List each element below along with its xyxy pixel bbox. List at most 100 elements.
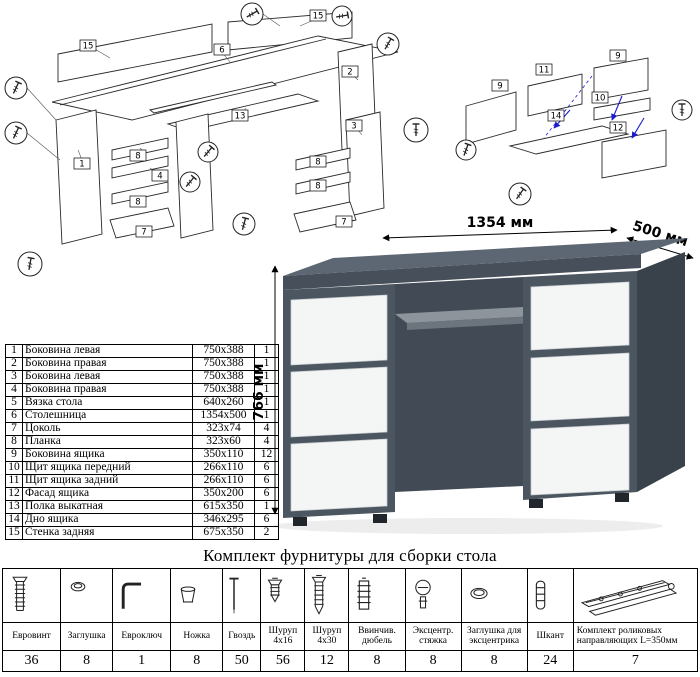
part-number: 8 bbox=[5, 435, 23, 449]
floor-shadow bbox=[273, 518, 663, 534]
part-number: 14 bbox=[5, 513, 23, 527]
hardware-icon-cell bbox=[526, 568, 574, 623]
svg-text:15: 15 bbox=[83, 42, 94, 52]
part-number: 6 bbox=[5, 409, 23, 423]
desk-foot bbox=[529, 499, 543, 508]
hardware-qty: 8 bbox=[348, 650, 406, 672]
svg-text:9: 9 bbox=[615, 52, 620, 62]
hardware-name: Евровинт bbox=[1, 622, 62, 651]
part-number: 15 bbox=[5, 526, 23, 540]
svg-text:14: 14 bbox=[551, 112, 562, 122]
part-name: Боковина ящика bbox=[22, 448, 193, 462]
height-dimension: 766 мм bbox=[253, 364, 267, 421]
part-number: 3 bbox=[5, 370, 23, 384]
slat-8 bbox=[111, 137, 169, 161]
hardware-name: Заглушка для эксцентрика bbox=[460, 622, 528, 651]
part-label: 2 bbox=[341, 65, 359, 78]
dowel-icon bbox=[357, 577, 372, 610]
part-label: 3 bbox=[345, 119, 363, 132]
hardware-icon-cell bbox=[60, 568, 114, 623]
hardware-name: Эксцентр. стяжка bbox=[404, 622, 462, 651]
svg-text:15: 15 bbox=[313, 12, 324, 22]
part-qty: 2 bbox=[254, 526, 279, 540]
drawer-front bbox=[530, 281, 630, 351]
hardware-qty-row: 36 8 1 8 50 56 12 8 8 8 24 7 bbox=[1, 650, 699, 672]
part-name: Вязка стола bbox=[22, 396, 193, 410]
slat-8 bbox=[111, 181, 169, 205]
hardware-icons-row bbox=[1, 568, 699, 623]
part-name: Боковина левая bbox=[22, 344, 193, 358]
hardware-qty: 7 bbox=[572, 650, 699, 672]
width-dimension: 1354 мм bbox=[467, 215, 534, 231]
part-label: 8 bbox=[309, 155, 327, 168]
desk-render: 1354 мм 500 мм 766 мм bbox=[253, 215, 694, 534]
hardware-qty: 24 bbox=[526, 650, 574, 672]
hardware-icon-cell bbox=[112, 568, 172, 623]
part-label: 7 bbox=[335, 215, 353, 228]
part-name: Щит ящика задний bbox=[22, 474, 193, 488]
part-name: Щит ящика передний bbox=[22, 461, 193, 475]
hardware-icon-cell bbox=[260, 568, 306, 623]
part-name: Цоколь bbox=[22, 422, 193, 436]
part-label: 7 bbox=[135, 225, 153, 238]
svg-text:12: 12 bbox=[613, 124, 624, 134]
back-panel-left bbox=[57, 23, 213, 83]
hardware-name: Заглушка bbox=[60, 622, 114, 651]
part-label: 8 bbox=[309, 179, 327, 192]
exploded-diagram-desk: 15 15 6 13 1 8 4 8 7 2 3 8 8 7 bbox=[4, 2, 429, 277]
svg-text:10: 10 bbox=[595, 94, 606, 104]
hardware-qty: 1 bbox=[112, 650, 172, 672]
nail-icon bbox=[229, 577, 239, 613]
part-name: Боковина правая bbox=[22, 383, 193, 397]
part-size: 346x295 bbox=[192, 513, 255, 527]
hardware-name: Шуруп 4х30 bbox=[304, 622, 350, 651]
hardware-qty: 12 bbox=[304, 650, 350, 672]
part-size: 323x60 bbox=[192, 435, 255, 449]
desk-foot bbox=[615, 493, 629, 502]
keyboard-tray-front bbox=[407, 316, 535, 330]
hardware-qty: 8 bbox=[404, 650, 462, 672]
roller-guides-icon bbox=[580, 579, 677, 616]
part-number: 5 bbox=[5, 396, 23, 410]
part-size: 323x74 bbox=[192, 422, 255, 436]
exploded-diagram-drawer: 9 11 9 10 14 12 bbox=[455, 49, 693, 206]
hardware-name: Шуруп 4х16 bbox=[260, 622, 306, 651]
part-size: 615x350 bbox=[192, 500, 255, 514]
plinth-7 bbox=[293, 201, 357, 233]
part-name: Столешница bbox=[22, 409, 193, 423]
drawer-parts-lineart bbox=[465, 57, 667, 179]
hardware-name: Шкант bbox=[526, 622, 574, 651]
part-label: 15 bbox=[79, 39, 97, 52]
drawer-back-11 bbox=[527, 73, 583, 117]
part-size: 640x260 bbox=[192, 396, 255, 410]
cap-icon bbox=[70, 581, 86, 591]
hardware-name: Гвоздь bbox=[222, 622, 262, 651]
desk-top-edge bbox=[283, 254, 641, 290]
desk-top-face bbox=[283, 238, 689, 276]
part-name: Фасад ящика bbox=[22, 487, 193, 501]
part-name: Полка выкатная bbox=[22, 500, 193, 514]
drawer-side-9 bbox=[465, 91, 517, 145]
part-size: 750x388 bbox=[192, 370, 255, 384]
svg-text:3: 3 bbox=[351, 122, 356, 132]
part-label: 12 bbox=[609, 121, 627, 134]
screw-short-icon bbox=[267, 577, 283, 603]
hardware-qty: 56 bbox=[260, 650, 306, 672]
part-label: 9 bbox=[491, 79, 509, 92]
svg-text:6: 6 bbox=[219, 46, 224, 56]
hexkey-icon bbox=[121, 582, 142, 609]
drawer-front bbox=[530, 352, 630, 422]
part-number: 9 bbox=[5, 448, 23, 462]
part-label: 1 bbox=[73, 157, 91, 170]
part-number: 10 bbox=[5, 461, 23, 475]
part-label: 14 bbox=[547, 109, 565, 122]
drawer-bottom-14 bbox=[508, 125, 630, 155]
part-label: 4 bbox=[151, 169, 169, 182]
part-size: 350x110 bbox=[192, 448, 255, 462]
screw-long-icon bbox=[311, 574, 327, 615]
